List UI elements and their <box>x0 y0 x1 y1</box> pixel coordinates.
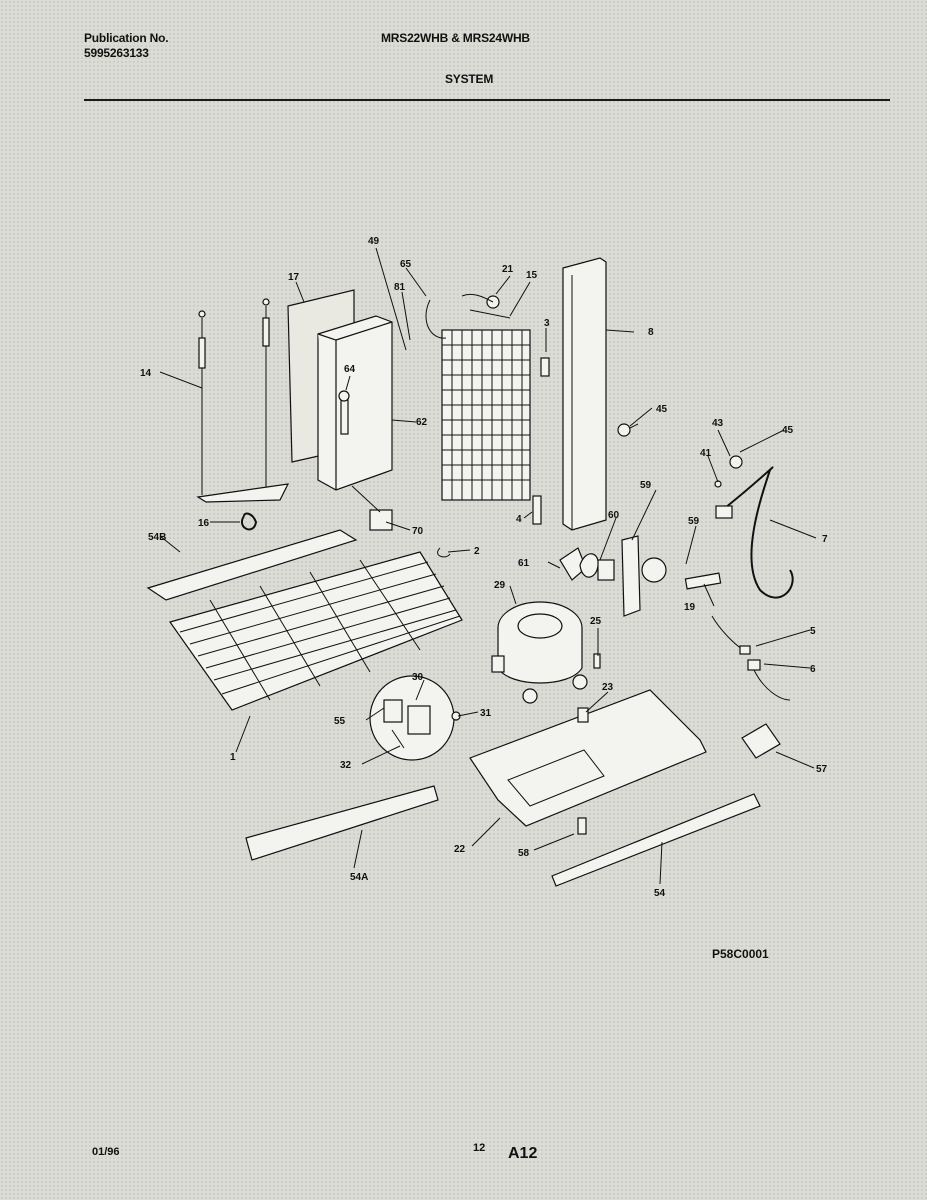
callout-22: 22 <box>454 844 466 855</box>
callout-41: 41 <box>700 448 712 459</box>
callout-17: 17 <box>288 272 300 283</box>
callout-15: 15 <box>526 270 538 281</box>
thermostat-part <box>532 495 542 525</box>
callout-2: 2 <box>474 546 480 557</box>
tube-part <box>684 572 722 590</box>
callout-1: 1 <box>230 752 236 763</box>
callout-64: 64 <box>344 364 356 375</box>
callout-49: 49 <box>368 236 380 247</box>
screw-part <box>617 423 639 437</box>
clip-ring-part <box>241 512 258 531</box>
callout-62: 62 <box>416 417 428 428</box>
footer-page-code: A12 <box>508 1145 538 1162</box>
screw-58-part <box>577 817 587 835</box>
callout-59-upper: 59 <box>640 480 652 491</box>
callout-30: 30 <box>412 672 424 683</box>
callout-58: 58 <box>518 848 530 859</box>
callout-59-lower: 59 <box>688 516 700 527</box>
evaporator-coil-part <box>425 293 531 501</box>
callout-23: 23 <box>602 682 614 693</box>
power-cord-part <box>714 455 794 599</box>
grommet-part <box>741 723 781 759</box>
bracket-54b-part <box>146 529 358 601</box>
callout-45-screw: 45 <box>656 404 668 415</box>
connector-part <box>711 615 791 701</box>
callout-60: 60 <box>608 510 620 521</box>
drain-adapter-part <box>351 485 393 531</box>
callout-4: 4 <box>516 514 522 525</box>
publication-label: Publication No. <box>84 31 169 45</box>
callout-32: 32 <box>340 760 352 771</box>
evaporator-channel-part <box>562 257 607 531</box>
publication-number: 5995263133 <box>84 46 149 60</box>
rail-54a-part <box>245 785 439 861</box>
callout-25: 25 <box>590 616 602 627</box>
callout-3: 3 <box>544 318 550 329</box>
condenser-fan-part <box>559 547 615 581</box>
callout-7: 7 <box>822 534 828 545</box>
leader-lines <box>159 247 817 885</box>
compressor-part <box>491 601 583 684</box>
callout-55: 55 <box>334 716 346 727</box>
footer-date: 01/96 <box>92 1146 120 1158</box>
callout-61: 61 <box>518 558 530 569</box>
header-rule <box>84 99 890 101</box>
callout-29: 29 <box>494 580 506 591</box>
evaporator-cover-part <box>317 315 393 491</box>
callout-45-cord: 45 <box>782 425 794 436</box>
callout-81: 81 <box>394 282 406 293</box>
callout-57: 57 <box>816 764 828 775</box>
rail-54-part <box>551 793 761 887</box>
terminal-part <box>540 357 550 377</box>
callout-70: 70 <box>412 526 424 537</box>
section-title: SYSTEM <box>445 72 494 86</box>
footer-page-number: 12 <box>473 1142 486 1154</box>
callout-43: 43 <box>712 418 724 429</box>
callout-14: 14 <box>140 368 152 379</box>
compressor-base-part <box>469 653 707 827</box>
relay-detail-inset <box>369 675 461 761</box>
capillary-tube-part <box>196 298 290 503</box>
condenser-coil-part <box>169 551 463 711</box>
callout-5: 5 <box>810 626 816 637</box>
diagram-code: P58C0001 <box>712 947 769 961</box>
callout-8: 8 <box>648 327 654 338</box>
clip-part <box>437 547 451 558</box>
callout-54: 54 <box>654 888 666 899</box>
callout-6: 6 <box>810 664 816 675</box>
callout-21: 21 <box>502 264 514 275</box>
callout-54b: 54B <box>148 532 166 543</box>
fan-bracket-part <box>621 535 641 617</box>
callout-31: 31 <box>480 708 492 719</box>
callout-16: 16 <box>198 518 210 529</box>
callout-65: 65 <box>400 259 412 270</box>
callout-19: 19 <box>684 602 696 613</box>
callout-54a: 54A <box>350 872 368 883</box>
model-numbers: MRS22WHB & MRS24WHB <box>381 31 530 45</box>
